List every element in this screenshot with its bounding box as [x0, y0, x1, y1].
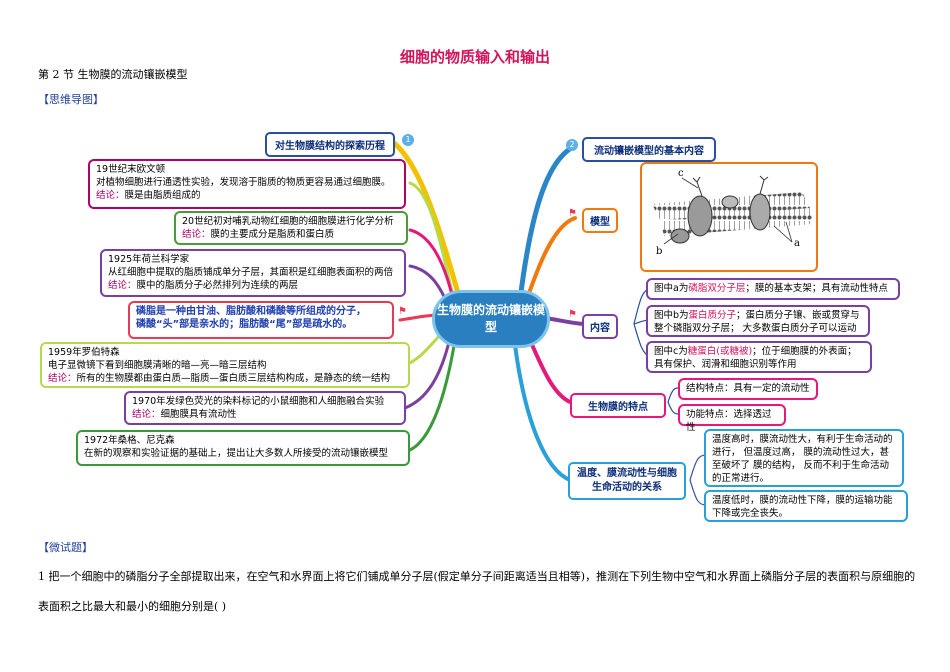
history-box-3: 1925年荷兰科学家 从红细胞中提取的脂质铺成单分子层，其面积是红细胞表面积的两…	[100, 249, 406, 297]
content-a-pre: 图中a为	[654, 283, 689, 294]
temp-high-box: 温度高时，膜流动性大，有利于生命活动的进行， 但温度过高， 膜的流动性过大，甚至…	[704, 429, 904, 487]
branch-feature	[528, 338, 572, 404]
history-3-concl: 膜中的脂质分子必然排列为连续的两层	[136, 280, 299, 291]
content-b-post: ；蛋白质分子镶、嵌或贯穿与整个磷脂双分子层； 大多数蛋白质分子可以运动	[654, 310, 860, 334]
history-box-5: 1959年罗伯特森 电子显微镜下看到细胞膜清晰的暗—亮—暗三层结构 结论：所有的…	[40, 342, 410, 388]
history-1-body: 对植物细胞进行通透性实验，发现溶于脂质的物质更容易通过细胞膜。	[96, 177, 391, 188]
feature-function: 功能特点：选择透过性	[678, 404, 786, 433]
flag-icon: ⚑	[398, 306, 407, 317]
node-model-content: 流动镶嵌模型的基本内容	[582, 137, 716, 162]
history-box-2: 20世纪初对哺乳动物红细胞的细胞膜进行化学分析 结论：膜的主要成分是脂质和蛋白质	[174, 211, 408, 245]
content-box-c: 图中c为糖蛋白(或糖被)；位于细胞膜的外表面；具有保护、润滑和细胞识别等作用	[646, 341, 872, 373]
branch-history-7	[408, 338, 457, 452]
history-5-concl: 所有的生物膜都由蛋白质—脂质—蛋白质三层结构构成，是静态的统一结构	[76, 373, 391, 384]
history-4-head: 磷脂是一种由甘油、脂肪酸和磷酸等所组成的分子，	[136, 306, 366, 317]
membrane-figure-frame: c b a	[640, 162, 818, 272]
history-7-body: 在新的观察和实验证据的基础上，提出让大多数人所接受的流动镶嵌模型	[84, 448, 389, 459]
history-5-body: 电子显微镜下看到细胞膜清晰的暗—亮—暗三层结构	[48, 360, 267, 371]
history-6-head: 1970年发绿色荧光的染料标记的小鼠细胞和人细胞融合实验	[132, 396, 385, 407]
flag-icon: ⚑	[568, 208, 577, 219]
branch-content	[543, 316, 586, 326]
history-7-head: 1972年桑格、尼克森	[84, 435, 175, 446]
history-3-concl-label: 结论：	[108, 280, 137, 291]
content-c-pre: 图中c为	[654, 346, 688, 357]
history-2-concl-label: 结论：	[182, 229, 211, 240]
content-b-key: 蛋白质分子	[688, 310, 737, 321]
history-6-concl-label: 结论：	[132, 409, 161, 420]
history-box-7: 1972年桑格、尼克森 在新的观察和实验证据的基础上，提出让大多数人所接受的流动…	[76, 430, 410, 466]
content-box-a: 图中a为磷脂双分子层；膜的基本支架；具有流动性特点	[646, 278, 900, 300]
feature-structure: 结构特点：具有一定的流动性	[678, 378, 818, 400]
section-subtitle: 第 2 节 生物膜的流动镶嵌模型	[38, 68, 188, 81]
branch-history-6	[403, 336, 452, 410]
history-3-body: 从红细胞中提取的脂质铺成单分子层，其面积是红细胞表面积的两倍	[108, 267, 394, 278]
temp-low-box: 温度低时，膜的流动性下降，膜的运输功能下降或完全丧失。	[704, 490, 908, 522]
flag-icon: ⚑	[568, 309, 577, 320]
branch-temp	[513, 343, 572, 482]
branch-right-root	[517, 143, 578, 303]
content-a-post: ；膜的基本支架；具有流动性特点	[745, 283, 888, 294]
history-3-head: 1925年荷兰科学家	[108, 254, 190, 265]
branch-left-root	[387, 137, 463, 303]
node-membrane-features: 生物膜的特点	[570, 393, 666, 418]
content-c-post: ；位于细胞膜的外表面；具有保护、润滑和细胞识别等作用	[654, 346, 857, 370]
figure-label-c: c	[678, 168, 684, 179]
history-box-1: 19世纪末欧文顿 对植物细胞进行通透性实验，发现溶于脂质的物质更容易通过细胞膜。…	[88, 159, 406, 209]
history-box-4: 磷脂是一种由甘油、脂肪酸和磷酸等所组成的分子， 磷酸“头”部是亲水的；脂肪酸“尾…	[128, 301, 394, 339]
history-1-concl-label: 结论：	[96, 190, 125, 201]
quiz-heading: 【微试题】	[38, 541, 93, 554]
node-temperature-relation: 温度、膜流动性与细胞生命活动的关系	[568, 462, 686, 500]
membrane-diagram	[652, 175, 814, 245]
history-2-head: 20世纪初对哺乳动物红细胞的细胞膜进行化学分析	[182, 216, 394, 227]
node-exploration-history: 对生物膜结构的探索历程	[265, 132, 395, 157]
history-1-concl: 膜是由脂质组成的	[124, 190, 201, 201]
node-content: 内容	[582, 314, 618, 339]
content-box-b: 图中b为蛋白质分子；蛋白质分子镶、嵌或贯穿与整个磷脂双分子层； 大多数蛋白质分子…	[646, 305, 870, 337]
history-4-body: 磷酸“头”部是亲水的；脂肪酸“尾”部是疏水的。	[136, 319, 353, 330]
content-b-pre: 图中b为	[654, 310, 689, 321]
history-2-concl: 膜的主要成分是脂质和蛋白质	[210, 229, 335, 240]
history-5-concl-label: 结论：	[48, 373, 77, 384]
center-node: 生物膜的流动镶嵌模型	[432, 290, 550, 348]
node-number-2: 2	[566, 139, 578, 151]
mindmap-heading: 【思维导图】	[38, 93, 104, 106]
content-c-key: 糖蛋白(或糖被)	[687, 346, 753, 357]
history-box-6: 1970年发绿色荧光的染料标记的小鼠细胞和人细胞融合实验 结论：细胞膜具有流动性	[124, 391, 406, 425]
content-a-key: 磷脂双分子层	[688, 283, 746, 294]
node-number-1: 1	[402, 134, 414, 146]
figure-label-b: b	[656, 246, 663, 257]
history-6-concl: 细胞膜具有流动性	[160, 409, 237, 420]
figure-label-a: a	[794, 238, 800, 249]
question-1: 1 把一个细胞中的磷脂分子全部提取出来，在空气和水界面上将它们铺成单分子层(假定…	[38, 570, 916, 613]
history-1-head: 19世纪末欧文顿	[96, 164, 166, 175]
page-title: 细胞的物质输入和输出	[399, 48, 550, 66]
history-5-head: 1959年罗伯特森	[48, 347, 120, 358]
node-model: 模型	[582, 208, 618, 233]
